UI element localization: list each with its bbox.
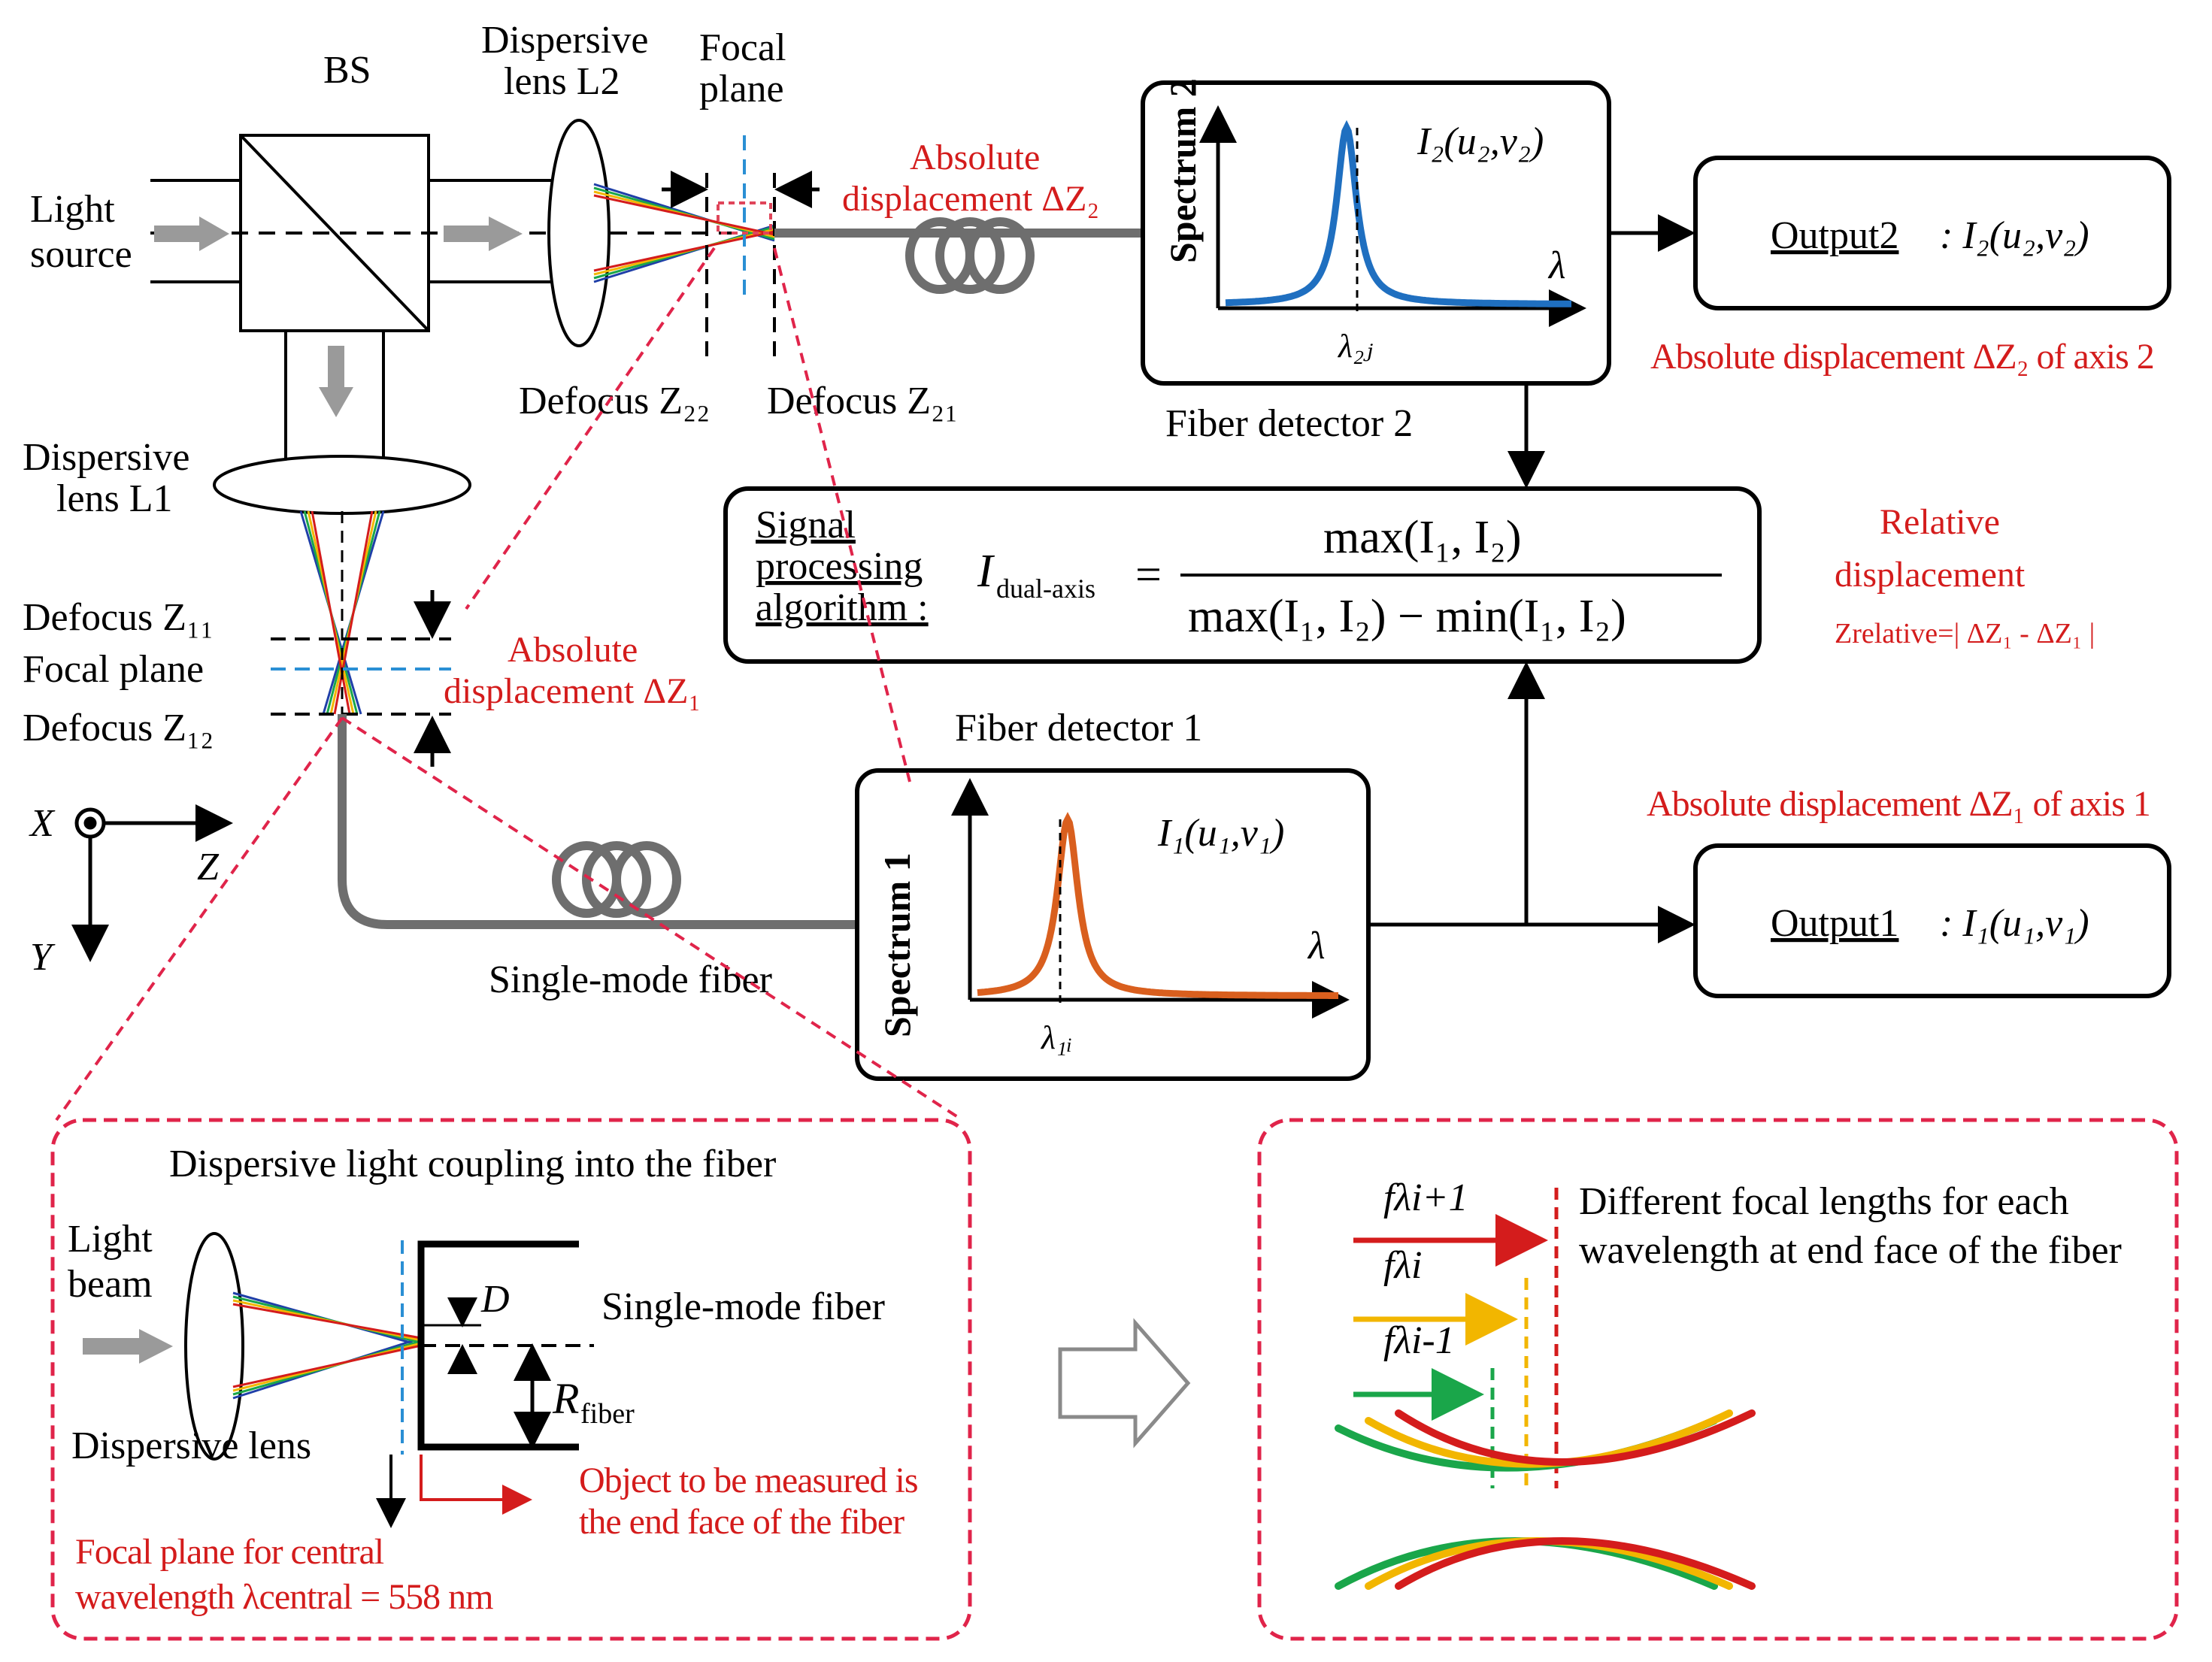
inset-r-label: R [552,1374,579,1423]
fiber-detector-2-label: Fiber detector 2 [1165,402,1413,445]
defocus-z11-label: Defocus Z₁₁ [23,596,214,639]
output2-box [1693,156,2171,310]
inset-right-desc-2: wavelength at end face of the fiber [1579,1229,2122,1272]
lens-l2-label-2: lens L2 [504,60,620,103]
i1-label: I₁(u₁,v₁) [1157,812,1284,855]
lambda-2-label: λ [1547,244,1566,287]
axis-z-label: Z [197,846,220,889]
lens-l1-label-1: Dispersive [23,436,189,479]
light-source-label-2: source [30,233,132,276]
dispersive-lens-l1 [213,455,471,515]
spectrum-2-curve [1225,120,1571,307]
axis-y-label: Y [30,936,56,979]
abs-disp1-label-2: displacement ΔZ₁ [444,671,701,711]
i-dual-axis-sub: dual-axis [996,574,1095,604]
single-mode-fiber-label: Single-mode fiber [489,958,772,1001]
dispersion-rays-l1 [299,510,385,715]
focal-plane-label-1: Focal [699,26,786,69]
inset-right-frame [1257,1118,2179,1641]
spectrum-1-label: Spectrum 1 [876,852,918,1037]
wavelength-curves [1335,1409,1756,1590]
dispersive-lens-l2 [547,119,611,347]
axis-x-label: X [29,802,56,845]
denominator: max(I₁, I₂) − min(I₁, I₂) [1188,591,1626,642]
lens-l1-label-2: lens L1 [56,477,173,520]
output1-value: : I₁(u₁,v₁) [1940,902,2089,945]
inset-focal-label-1: Focal plane for central [75,1532,384,1572]
light-beam-label-2: beam [68,1263,153,1306]
defocus-z21-label: Defocus Z₂₁ [767,380,958,422]
spectrum-1-curve [977,812,1338,999]
light-beam-arrow-icon [83,1329,173,1364]
inset-left-title: Dispersive light coupling into the fiber [169,1143,776,1185]
fiber-1 [338,714,857,929]
focal-lines-l2 [705,135,776,361]
focal-lines-l1 [271,637,451,716]
output1-name: Output1 [1771,902,1898,945]
defocus-z22-label: Defocus Z₂₂ [519,380,710,422]
focal-plane-label-2: plane [699,68,784,110]
inset-smf-label: Single-mode fiber [601,1285,885,1328]
abs-disp1-label-1: Absolute [508,630,638,670]
f-minus-label: fλi-1 [1383,1319,1455,1362]
inset-d-label: D [480,1278,510,1321]
hollow-arrow-icon [1058,1318,1191,1449]
signal-label-2: processing [756,545,923,588]
f-plus-label: fλi+1 [1383,1176,1468,1219]
i2-label: I₂(u₂,v₂) [1417,120,1544,163]
lens-l2-label-1: Dispersive [481,19,648,62]
signal-label-1: Signal [756,504,856,546]
relative-label-2: displacement [1835,555,2026,595]
coordinate-axes [71,804,233,962]
output2-value: : I₂(u₂,v₂) [1940,214,2089,257]
spectrum-2-axes [1199,105,1586,327]
inset-dispersion-rays [232,1291,422,1400]
output2-name: Output2 [1771,214,1898,257]
defocus-z12-label: Defocus Z₁₂ [23,707,214,749]
zoom-connectors [55,247,964,1122]
numerator: max(I₁, I₂) [1323,512,1522,563]
abs-axis2-label: Absolute displacement ΔZ₂ of axis 2 [1650,337,2154,377]
equals-sign: = [1135,549,1162,601]
spectrum-1-axes [951,778,1350,1019]
spectrum-2-label: Spectrum 2 [1162,78,1204,263]
fiber-detector-1-label: Fiber detector 1 [955,707,1202,749]
fiber-2 [774,217,1143,294]
f-i-label: fλi [1383,1244,1422,1287]
inset-left-frame [50,1118,972,1641]
bs-label: BS [323,49,371,92]
abs-axis1-label: Absolute displacement ΔZ₁ of axis 1 [1647,784,2150,824]
lambda-1-label: λ [1307,925,1326,967]
inset-r-sub: fiber [580,1398,635,1430]
inset-object-label-1: Object to be measured is [579,1461,918,1500]
relative-label-3: Zrelative=| ΔZ₁ - ΔZ₁ | [1835,618,2095,649]
inset-right-desc-1: Different focal lengths for each [1579,1180,2069,1223]
inset-lens-label: Dispersive lens [71,1424,311,1467]
focal-plane-l1-label: Focal plane [23,648,204,691]
inset-focal-label-2: wavelength λcentral = 558 nm [75,1577,493,1617]
inset-object-arrow [420,1455,532,1515]
relative-label-1: Relative [1880,502,2000,542]
light-source-label-1: Light [30,188,115,231]
lambda-2j-label: λ₂ⱼ [1337,328,1373,365]
lambda-1i-label: λ₁ᵢ [1040,1019,1072,1056]
light-arrow-icon [154,216,523,417]
output1-box [1693,843,2171,998]
signal-label-3: algorithm : [756,586,929,629]
i-dual-axis: I [977,546,995,597]
inset-object-label-2: the end face of the fiber [579,1502,904,1542]
abs-disp2-label-2: displacement ΔZ₂ [842,179,1099,219]
light-beam-label-1: Light [68,1218,153,1261]
fiber-detector-1-box [855,768,1371,1081]
inset-dispersive-lens [184,1232,244,1461]
abs-disp2-label-1: Absolute [910,138,1040,177]
